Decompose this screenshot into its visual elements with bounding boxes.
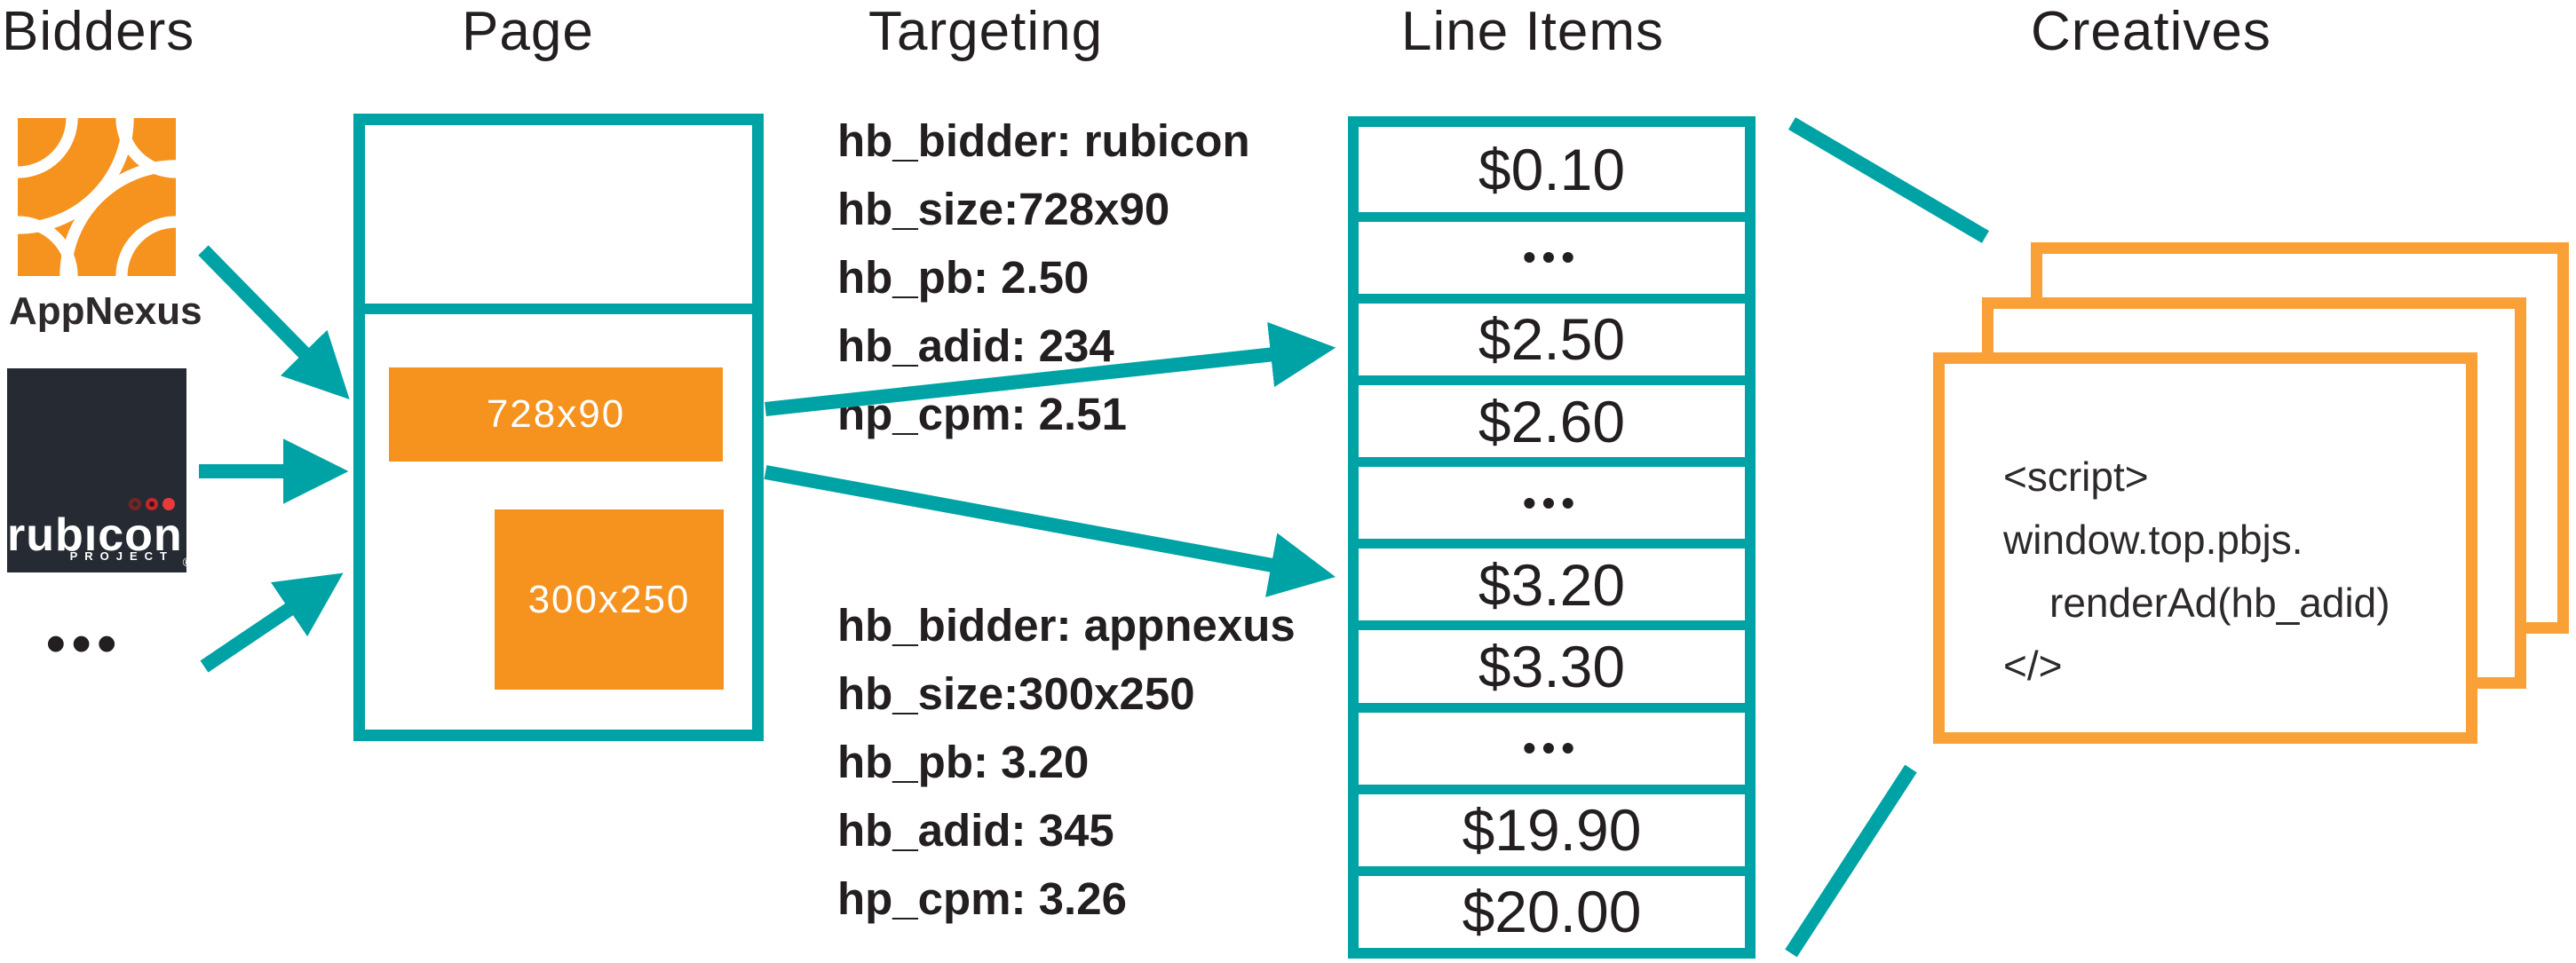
line-item-row: $0.10	[1478, 136, 1626, 202]
appnexus-logo-icon	[18, 118, 176, 276]
rubicon-dot-ring	[146, 498, 158, 510]
row-divider	[1359, 865, 1745, 876]
line-item-row: $20.00	[1462, 879, 1642, 945]
ad-slot-300x250-label: 300x250	[527, 577, 691, 621]
line-item-row: •••	[1522, 236, 1581, 279]
column-title-creatives: Creatives	[2031, 1, 2271, 62]
creative-code-line: renderAd(hb_adid)	[2049, 580, 2390, 626]
page-box: 728x90 300x250	[353, 114, 764, 741]
column-title-bidders: Bidders	[2, 1, 195, 62]
line-item-row: $19.90	[1462, 797, 1642, 864]
targeting-line: hb_size:728x90	[837, 184, 1170, 234]
targeting-line: hb_bidder: rubicon	[837, 115, 1250, 166]
column-title-targeting: Targeting	[868, 1, 1104, 62]
line-item-row: $2.60	[1478, 388, 1626, 454]
column-title-page: Page	[462, 1, 594, 62]
more-bidders-ellipsis: •••	[46, 613, 123, 675]
arrow-slot300-to-line-item	[764, 465, 1336, 597]
appnexus-wordmark: AppNexus	[9, 289, 202, 333]
rubicon-dot-solid	[162, 498, 175, 510]
line-item-row: •••	[1522, 727, 1581, 770]
ad-slot-728x90: 728x90	[389, 367, 723, 462]
creative-code-line: <script>	[2003, 454, 2149, 500]
line-item-row: •••	[1522, 481, 1581, 524]
targeting-line: hb_adid: 345	[837, 805, 1114, 856]
row-divider	[1359, 539, 1745, 549]
ad-slot-728x90-label: 728x90	[486, 392, 626, 436]
connector-line-items-to-creatives-bottom	[1785, 764, 1917, 958]
creative-card-front: <script> window.top.pbjs. renderAd(hb_ad…	[1933, 352, 2477, 744]
targeting-line: hp_cpm: 2.51	[837, 389, 1127, 439]
connector-line-items-to-creatives-top	[1787, 117, 1990, 243]
line-item-row: $3.30	[1478, 634, 1626, 700]
line-item-row: $2.50	[1478, 306, 1626, 373]
line-items-table: $0.10 ••• $2.50 $2.60 ••• $3.20 $3.30 ••…	[1348, 116, 1756, 959]
column-title-line-items: Line Items	[1401, 1, 1665, 62]
line-item-row: $3.20	[1478, 551, 1626, 618]
targeting-line: hb_pb: 2.50	[837, 252, 1090, 303]
targeting-line: hp_cpm: 3.26	[837, 873, 1127, 924]
rubicon-wordmark: rubıcon®	[7, 509, 193, 569]
rubicon-dot-dark	[129, 498, 141, 510]
creative-code-line: </>	[2003, 643, 2063, 689]
targeting-line: hb_adid: 234	[837, 320, 1114, 371]
targeting-line: hb_bidder: appnexus	[837, 600, 1296, 651]
row-divider	[1359, 620, 1745, 631]
arrow-more-bidders-to-page	[200, 572, 344, 673]
row-divider	[1359, 457, 1745, 468]
page-header-divider	[365, 304, 752, 314]
row-divider	[1359, 702, 1745, 713]
row-divider	[1359, 375, 1745, 386]
row-divider	[1359, 293, 1745, 304]
rubicon-project-label: PROJECT	[69, 549, 174, 563]
targeting-block-appnexus: hb_bidder: appnexus hb_size:300x250 hb_p…	[837, 591, 1335, 933]
arrow-appnexus-to-page	[198, 245, 350, 399]
creative-code-line: window.top.pbjs.	[2003, 517, 2303, 563]
targeting-block-rubicon: hb_bidder: rubicon hb_size:728x90 hb_pb:…	[837, 107, 1335, 448]
row-divider	[1359, 784, 1745, 794]
registered-mark: ®	[182, 555, 193, 569]
targeting-line: hb_size:300x250	[837, 668, 1195, 719]
rubicon-dots-icon	[129, 498, 175, 510]
ad-slot-300x250: 300x250	[495, 509, 724, 690]
targeting-line: hb_pb: 3.20	[837, 737, 1090, 787]
row-divider	[1359, 211, 1745, 222]
rubicon-logo: rubıcon® PROJECT	[7, 368, 193, 572]
